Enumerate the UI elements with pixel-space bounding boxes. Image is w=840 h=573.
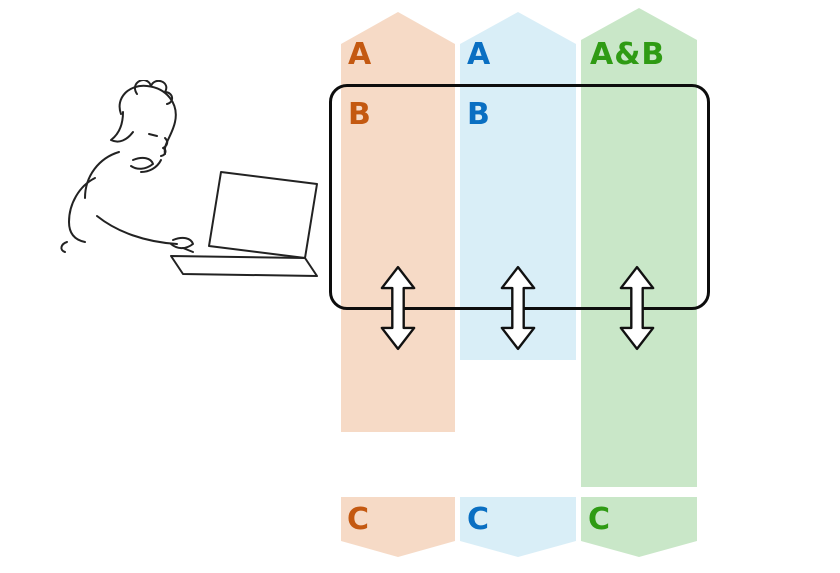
label-c-green: C	[588, 502, 612, 537]
label-c-orange: C	[347, 502, 371, 537]
label-a-blue: A	[467, 37, 492, 72]
column-orange-shape	[341, 12, 455, 432]
double-headed-vertical-arrow-icon	[380, 265, 416, 351]
column-green-shape	[581, 8, 697, 487]
double-headed-vertical-arrow-icon	[619, 265, 655, 351]
label-c-blue: C	[467, 502, 491, 537]
label-b-orange: B	[348, 97, 372, 132]
label-a-and-b-green: A&B	[590, 37, 666, 72]
person-thinking-at-laptop-illustration	[60, 80, 318, 277]
label-b-blue: B	[467, 97, 491, 132]
label-a-orange: A	[348, 37, 373, 72]
double-headed-vertical-arrow-icon	[500, 265, 536, 351]
